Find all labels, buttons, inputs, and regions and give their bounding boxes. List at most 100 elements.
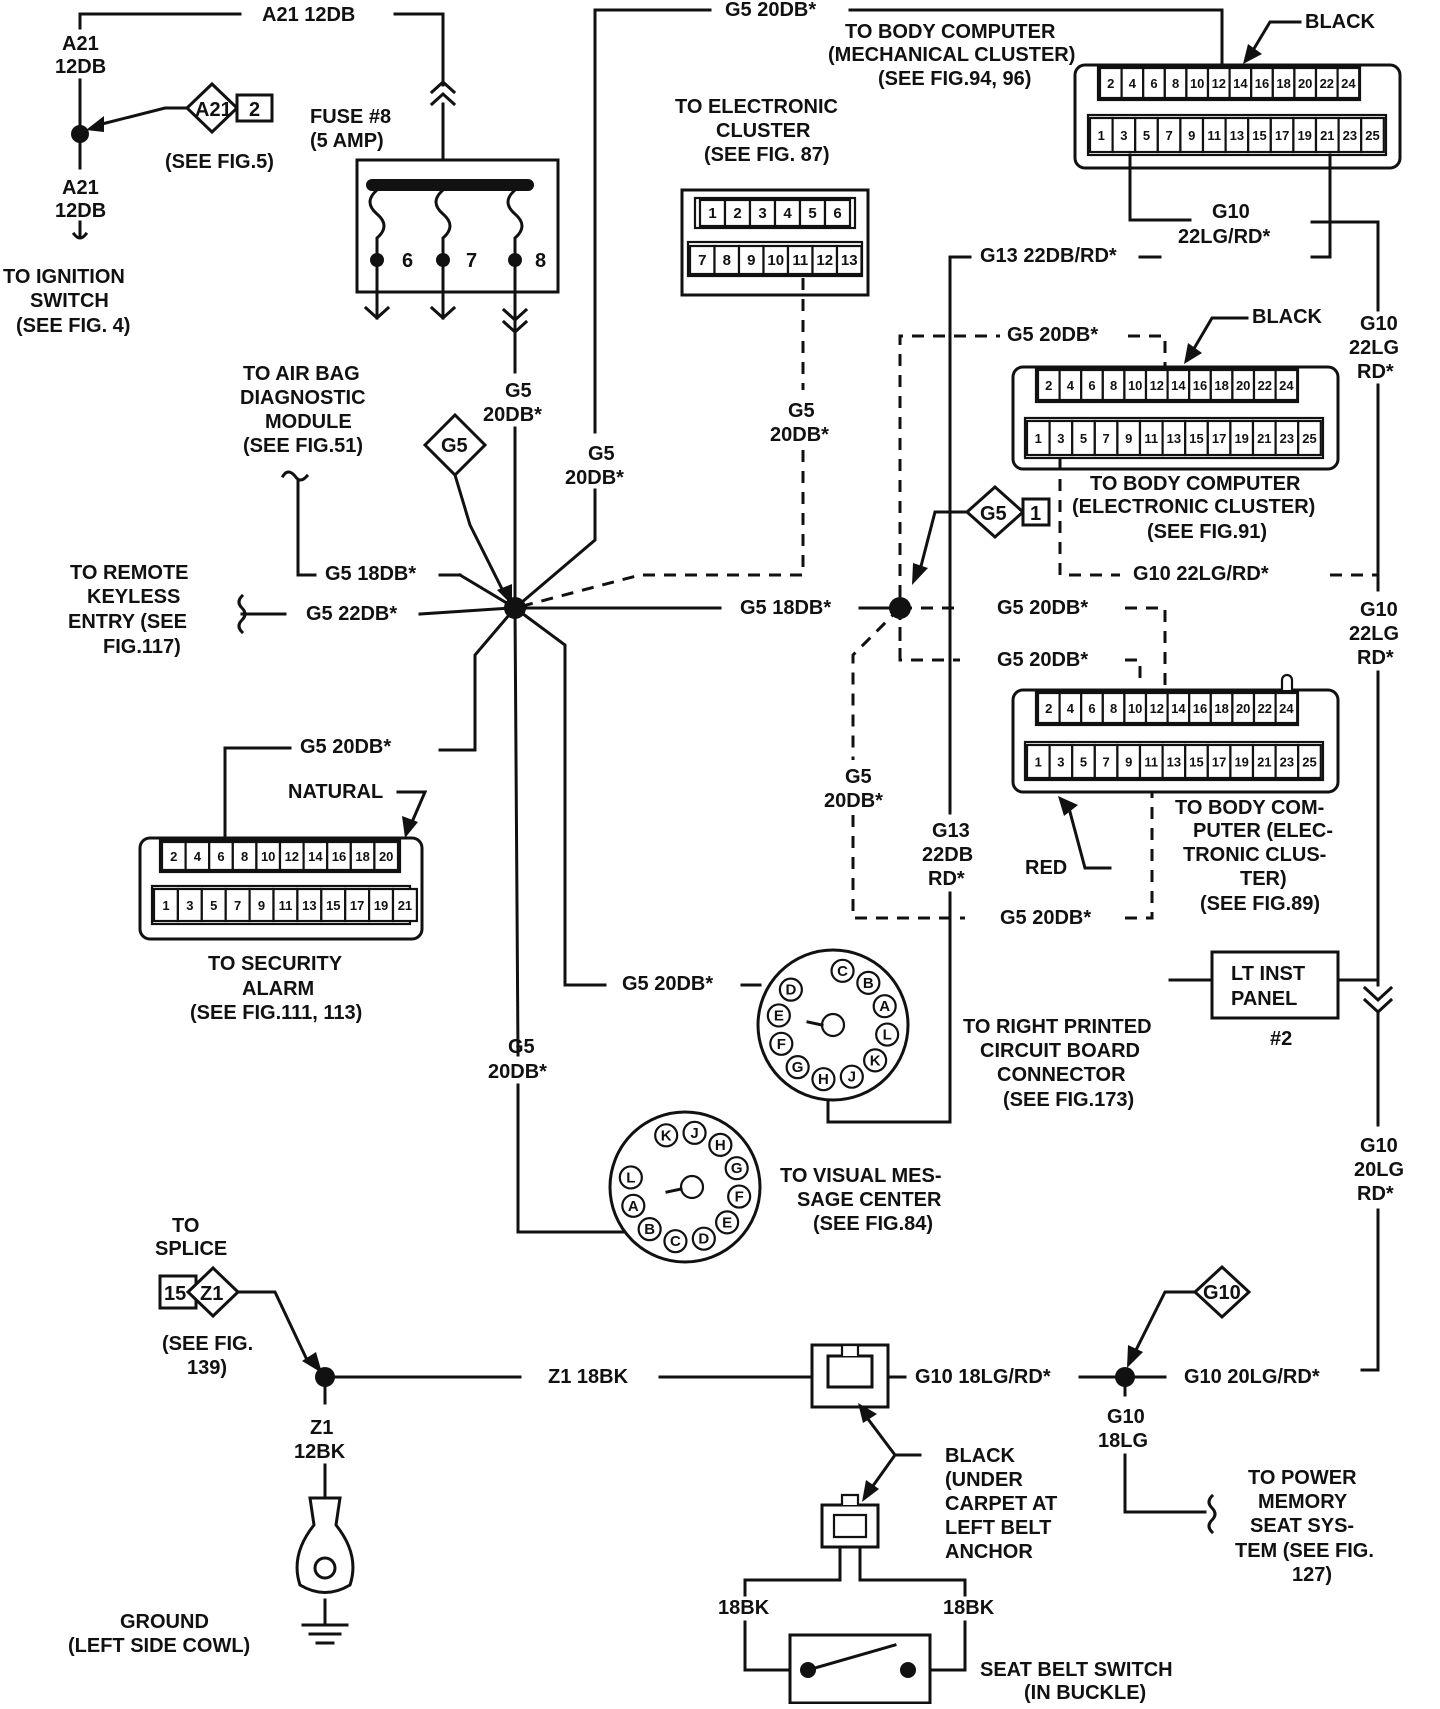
- g5-22-label: G5 22DB*: [306, 603, 397, 625]
- g10-c-2: 20LG: [1354, 1159, 1404, 1181]
- elec-cluster-top-pin: 2: [733, 205, 741, 222]
- body-91-bottom-pin: 7: [1102, 431, 1109, 446]
- body-89-title-4: TER): [1240, 868, 1287, 890]
- body-91-bottom-pin: 11: [1144, 431, 1158, 446]
- security-bottom-pin: 5: [210, 898, 217, 913]
- security-top-pin: 4: [194, 849, 202, 864]
- g10-mech-label-2: 22LG/RD*: [1178, 226, 1270, 248]
- body-mech-bottom-pin: 13: [1230, 128, 1244, 143]
- keyless-label-2: KEYLESS: [87, 586, 180, 608]
- body-mech-top-cell: [1336, 66, 1361, 100]
- seatbelt-black-3: CARPET AT: [945, 1493, 1057, 1515]
- body-mech-bottom-pin: 5: [1143, 128, 1150, 143]
- power-seat-title-5: 127): [1292, 1564, 1332, 1586]
- g10-right-run: G10 22LG RD* G10 22LG RD* G10 20LG RD*: [1349, 313, 1404, 1372]
- body-mech-top-pin: 12: [1212, 76, 1226, 91]
- vmc-cavity: [708, 1132, 733, 1157]
- security-bottom-cell: [391, 887, 418, 923]
- seat-belt-circuit: G10 18LG/RD* BLACK (UNDER CARPET AT LEFT…: [718, 1343, 1173, 1705]
- body-mech-bottom-pin: 3: [1120, 128, 1127, 143]
- rpcb-cavity: [769, 1031, 794, 1056]
- inst-panel-label-2: PANEL: [1231, 988, 1297, 1010]
- elec-cluster-top-pin: 6: [833, 205, 841, 222]
- a21-ref-tag: A21: [195, 99, 232, 121]
- security-top-pin: 18: [355, 849, 369, 864]
- rpcb-pin: F: [777, 1036, 786, 1053]
- body-91-bottom-pin: 25: [1302, 431, 1316, 446]
- elec-cluster-bottom-cell: [762, 244, 790, 276]
- rpcb-cavity: [766, 1003, 791, 1028]
- body-89-bottom-pin: 9: [1125, 755, 1132, 770]
- g10-b-1: G10: [1360, 599, 1398, 621]
- body-mech-bottom-pin: 17: [1275, 128, 1289, 143]
- lt-inst-panel: LT INST PANEL #2: [1168, 950, 1380, 1050]
- body-89-bottom-pin: 25: [1302, 755, 1316, 770]
- g10-a-2: 22LG: [1349, 337, 1399, 359]
- vmc-title-3: (SEE FIG.84): [813, 1213, 933, 1235]
- body-mech-bottom-pin: 21: [1320, 128, 1334, 143]
- vmc-pin: B: [644, 1221, 655, 1238]
- body-89-top-pin: 14: [1171, 701, 1186, 716]
- body-mech-bottom-pin: 23: [1343, 128, 1357, 143]
- g10-18lg-label-2: 18LG: [1098, 1430, 1148, 1452]
- vmc-cavity: [715, 1210, 740, 1235]
- g10-91-label: G10 22LG/RD*: [1133, 563, 1269, 585]
- elec-cluster-top-cell: [748, 198, 777, 228]
- body-91-top-pin: 8: [1110, 378, 1117, 393]
- body-89-top-pin: 2: [1045, 701, 1052, 716]
- seatbelt-switch-2: (IN BUCKLE): [1024, 1682, 1146, 1704]
- g10-c-3: RD*: [1357, 1183, 1394, 1205]
- a21-gauge-upper: 12DB: [55, 56, 106, 78]
- g5-diag-label-2: 20DB*: [565, 467, 624, 489]
- security-top-pin: 12: [285, 849, 299, 864]
- rpcb-pin: D: [785, 982, 796, 999]
- g5-18-left-label: G5 18DB*: [325, 563, 416, 585]
- elec-cluster-top-pin: 3: [758, 205, 766, 222]
- rpcb-pin: A: [879, 998, 890, 1015]
- body-91-bottom-pin: 1: [1035, 431, 1042, 446]
- power-seat-title-4: TEM (SEE FIG.: [1235, 1540, 1374, 1562]
- security-top-pin: 10: [261, 849, 275, 864]
- g10-mech-label-1: G10: [1212, 201, 1250, 223]
- body-89-bottom-pin: 7: [1102, 755, 1109, 770]
- g10-18lg-label-1: G10: [1107, 1406, 1145, 1428]
- body-91-title-3: (SEE FIG.91): [1147, 521, 1267, 543]
- rpcb-pin: L: [883, 1027, 892, 1044]
- z1-label-1: Z1: [310, 1417, 333, 1439]
- z1-18-label: Z1 18BK: [548, 1366, 629, 1388]
- vmc-pin: K: [661, 1127, 672, 1144]
- body-89-bottom-pin: 23: [1280, 755, 1294, 770]
- body-mech-top-pin: 10: [1190, 76, 1204, 91]
- ignition-label-1: TO IGNITION: [3, 266, 125, 288]
- body-mech-top-pin: 14: [1233, 76, 1248, 91]
- vmc-pin: H: [715, 1137, 726, 1154]
- g5-ec-label-2: 20DB*: [770, 424, 829, 446]
- keyless-label-4: FIG.117): [103, 636, 181, 658]
- a21-label-upper: A21: [62, 33, 99, 55]
- body-91-top-pin: 24: [1279, 378, 1294, 393]
- rpcb-cavity: [839, 1064, 864, 1089]
- vmc-cavity: [691, 1226, 716, 1251]
- body-91-bottom-pin: 19: [1234, 431, 1248, 446]
- security-top-pin: 8: [241, 849, 248, 864]
- g5-vmc-label-1: G5: [508, 1036, 535, 1058]
- body-91-bottom-pin: 21: [1257, 431, 1271, 446]
- body-91-top-pin: 10: [1128, 378, 1142, 393]
- body-89-top-pin: 10: [1128, 701, 1142, 716]
- power-seat-title-2: MEMORY: [1258, 1491, 1348, 1513]
- ground-splice: SPLICE: [155, 1238, 227, 1260]
- vmc-title-1: TO VISUAL MES-: [780, 1165, 942, 1187]
- body-89-bottom-pin: 19: [1234, 755, 1248, 770]
- body-91-bottom-cell: [1297, 419, 1322, 457]
- vmc-pin: E: [722, 1214, 732, 1231]
- z1-ground-circuit: TO SPLICE 15 Z1 (SEE FIG. 139) Z1 18BK Z…: [68, 1215, 814, 1657]
- security-bottom-pin: 9: [258, 898, 265, 913]
- body-89-top-pin: 20: [1236, 701, 1250, 716]
- elec-cluster-bottom-pin: 11: [792, 252, 808, 269]
- body-89-bottom-cell: [1297, 743, 1322, 780]
- body-91-top-pin: 20: [1236, 378, 1250, 393]
- g10-tag: G10: [1203, 1282, 1241, 1304]
- body-91-bottom-pin: 9: [1125, 431, 1132, 446]
- g5-ec-label-1: G5: [788, 400, 815, 422]
